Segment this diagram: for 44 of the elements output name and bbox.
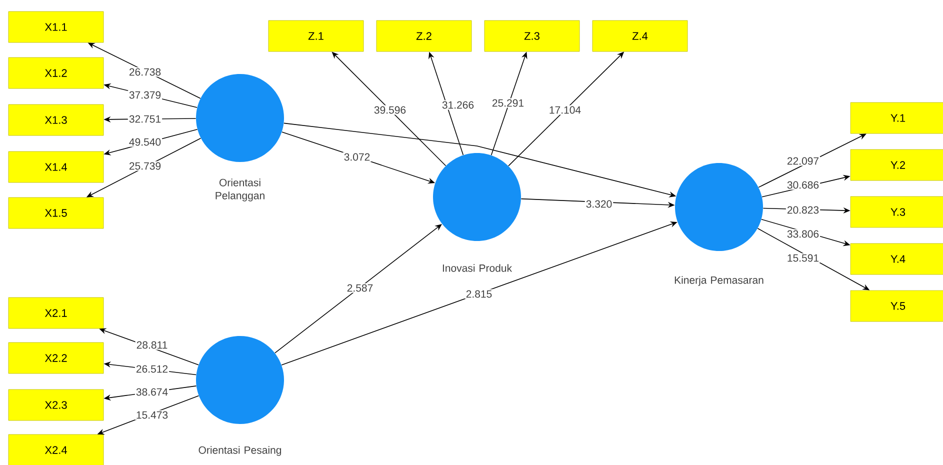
indicator-box: X1.5	[8, 197, 104, 229]
indicator-box: X1.2	[8, 57, 104, 89]
edge-label: 28.811	[135, 340, 169, 350]
indicator-box: X2.1	[8, 297, 104, 329]
edge-label: 26.512	[134, 364, 170, 374]
edge-label: 3.072	[342, 152, 372, 162]
edge-label: 15.591	[786, 253, 820, 263]
indicator-box: X2.3	[8, 389, 104, 421]
edge-label: 33.806	[786, 229, 820, 239]
edge-label: 17.104	[548, 105, 582, 115]
node-label: Orientasi Pesaing	[198, 446, 282, 456]
indicator-box: Z.2	[376, 20, 472, 52]
edge-label: 31.266	[440, 100, 476, 110]
indicator-box: X2.4	[8, 434, 104, 465]
indicator-box: Z.4	[592, 20, 688, 52]
indicator-box: Y.3	[850, 196, 943, 228]
indicator-box: Z.3	[484, 20, 580, 52]
edge-label: 37.379	[128, 90, 162, 100]
edge-label: 30.686	[786, 180, 820, 190]
indicator-box: Z.1	[268, 20, 364, 52]
indicator-box: Y.5	[850, 290, 943, 322]
edge-label: 39.596	[372, 105, 408, 115]
indicator-box: X2.2	[8, 342, 104, 374]
indicator-box: X1.1	[8, 11, 104, 43]
edge-label: 3.320	[584, 199, 614, 209]
edge-label: 25.739	[128, 161, 162, 171]
node-label: Orientasi Pelanggan	[216, 178, 264, 202]
indicator-box: Y.1	[850, 102, 943, 134]
indicator-box: Y.4	[850, 243, 943, 275]
edge-label: 25.291	[490, 98, 526, 108]
edge-label: 2.587	[346, 283, 374, 293]
edge-label: 38.674	[134, 387, 170, 397]
indicator-box: X1.3	[8, 104, 104, 136]
edge-label: 49.540	[128, 137, 162, 147]
edge-label: 20.823	[786, 205, 820, 215]
indicator-box: Y.2	[850, 149, 943, 181]
node-label: Kinerja Pemasaran	[674, 276, 764, 286]
edge-label: 15.473	[134, 410, 170, 420]
edge-label: 2.815	[464, 289, 494, 299]
node-label: Inovasi Produk	[442, 264, 512, 272]
edge-label: 26.738	[128, 67, 162, 77]
indicator-box: X1.4	[8, 151, 104, 183]
edge-label: 22.097	[786, 156, 820, 166]
edge-label: 32.751	[128, 114, 162, 124]
